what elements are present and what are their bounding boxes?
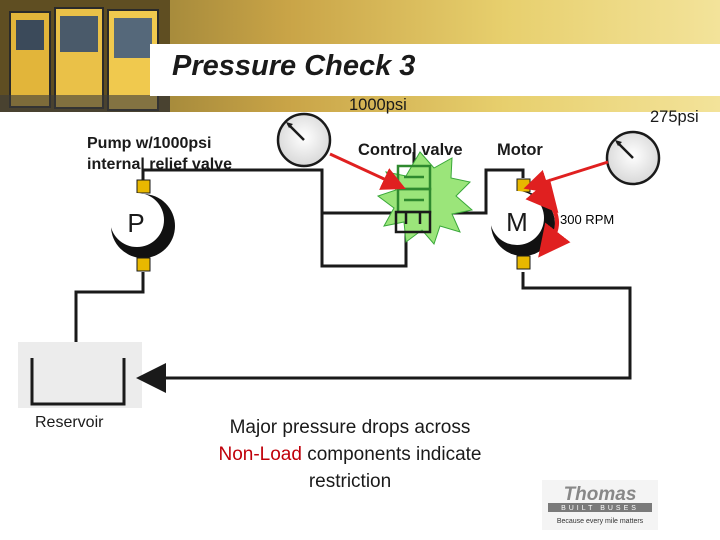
caption-line2: Non-Load components indicate bbox=[195, 441, 505, 468]
svg-text:Thomas: Thomas bbox=[564, 484, 637, 505]
gauge-connector-left bbox=[329, 152, 406, 190]
pump-label-line1: Pump w/1000psi bbox=[87, 135, 212, 152]
motor-label: Motor bbox=[497, 141, 543, 159]
gauge-connector-right bbox=[523, 160, 609, 193]
pressure-gauge-icon-left bbox=[276, 112, 332, 168]
motor-port-bottom bbox=[516, 255, 531, 270]
valve-return-line bbox=[320, 213, 408, 268]
valve-base-block bbox=[394, 210, 432, 234]
pressure-drop-burst bbox=[376, 151, 474, 245]
caption: Major pressure drops across Non-Load com… bbox=[195, 414, 505, 495]
valve-to-motor-line bbox=[446, 168, 525, 215]
pressure-reading-right: 275psi bbox=[650, 108, 699, 126]
pump-port-bottom bbox=[136, 257, 151, 272]
pressure-gauge-icon-right bbox=[605, 130, 661, 186]
slide-title: Pressure Check 3 bbox=[172, 50, 416, 82]
motor-letter: M bbox=[506, 207, 528, 237]
title-bar bbox=[150, 44, 720, 96]
caption-line1: Major pressure drops across bbox=[229, 417, 471, 438]
reservoir-label: Reservoir bbox=[35, 414, 104, 431]
school-bus-photo bbox=[0, 0, 170, 112]
caption-line2-rest: components indicate bbox=[301, 444, 482, 465]
motor-rpm-label: 300 RPM bbox=[560, 212, 615, 227]
pump-letter: P bbox=[127, 208, 144, 238]
reservoir-background bbox=[18, 342, 142, 408]
pump-label-line2: internal relief valve bbox=[87, 156, 232, 173]
pressure-reading-left: 1000psi bbox=[349, 96, 407, 114]
hydraulic-lines bbox=[74, 152, 632, 393]
pump-label: Pump w/1000psi internal relief valve bbox=[87, 133, 232, 175]
motor-return-line bbox=[136, 272, 632, 393]
motor-port-top bbox=[516, 178, 531, 193]
caption-line3: restriction bbox=[308, 471, 392, 492]
svg-text:BUILT BUSES: BUILT BUSES bbox=[561, 505, 639, 512]
svg-text:Because every mile matters: Because every mile matters bbox=[557, 518, 644, 525]
reservoir-icon bbox=[30, 358, 126, 406]
thomas-logo: Thomas BUILT BUSES Because every mile ma… bbox=[542, 480, 658, 530]
control-valve-label: Control valve bbox=[358, 141, 463, 159]
pump-inlet-line bbox=[74, 272, 145, 342]
pump-port-top bbox=[136, 179, 151, 194]
caption-highlight: Non-Load bbox=[218, 444, 302, 465]
pump-to-valve-line bbox=[141, 168, 396, 215]
rotation-arrow-icon bbox=[525, 178, 571, 258]
